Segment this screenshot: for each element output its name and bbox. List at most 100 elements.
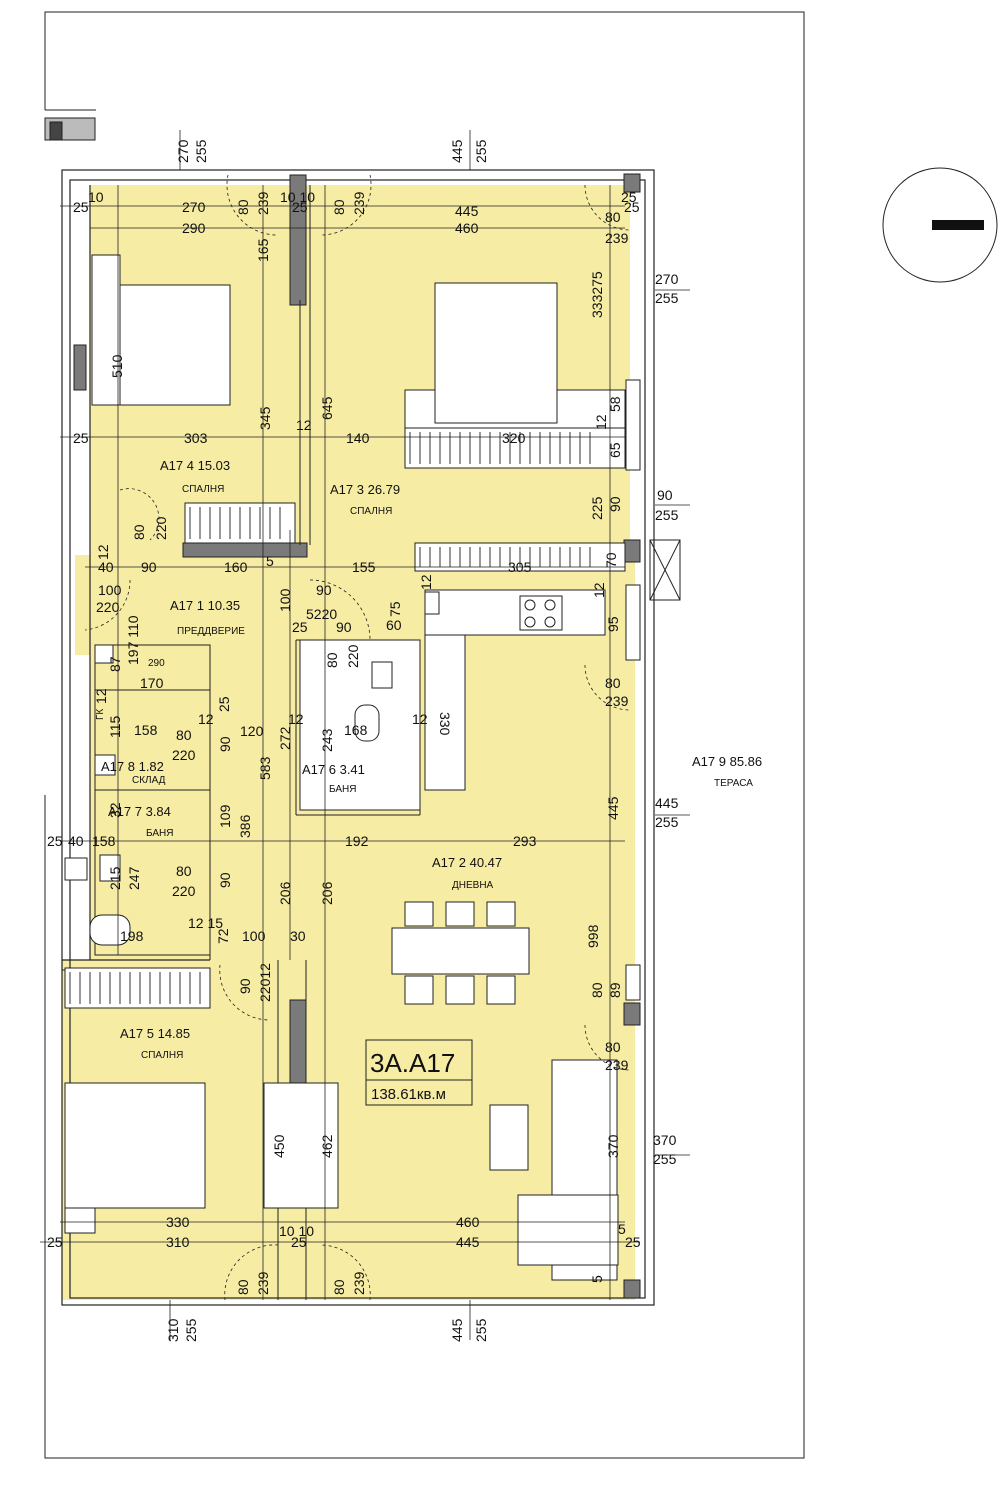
dim-345: 345	[257, 406, 273, 430]
bot-310: 310	[165, 1318, 181, 1342]
dim-90c: 90	[316, 582, 332, 598]
dim-30: 30	[290, 928, 306, 944]
side-255d: 255	[653, 1151, 677, 1167]
dim-b25a: 25	[47, 1234, 63, 1250]
dim-72: 72	[215, 928, 231, 944]
dim-25g: 25	[216, 696, 232, 712]
dim-22012: 22012	[257, 963, 273, 1002]
bot-255a: 255	[183, 1318, 199, 1342]
dim-370: 370	[605, 1134, 621, 1158]
dining-set	[391, 901, 530, 1005]
dim-80: 80	[131, 524, 147, 540]
dim-120: 120	[240, 723, 264, 739]
dim-290: 290	[182, 220, 206, 236]
dim-80i: 80	[605, 1039, 621, 1055]
room-6-name: БАНЯ	[329, 784, 356, 795]
dim-12d: 12	[418, 574, 434, 590]
dim-239e: 239	[605, 1057, 629, 1073]
dim-386: 386	[237, 814, 253, 838]
dim-70: 70	[603, 552, 619, 568]
dim-220c: 220	[345, 644, 361, 668]
dim-d239b: 239	[351, 191, 367, 215]
dim-65: 65	[607, 442, 623, 458]
room-9-id: A17 9 85.86	[692, 754, 762, 769]
dim-333275: 333275	[589, 271, 605, 318]
dim-40b: 40	[68, 833, 84, 849]
dim-12i: 12	[412, 711, 428, 727]
dim-87: 87	[107, 656, 123, 672]
dim-95: 95	[605, 616, 621, 632]
dim-220d: 220	[172, 747, 196, 763]
dim-100c: 100	[242, 928, 266, 944]
dim-645: 645	[319, 396, 335, 420]
dim-b5b: 5	[589, 1275, 605, 1283]
dim-b445: 445	[456, 1234, 480, 1250]
dim-12c: 12	[95, 544, 111, 560]
room-3-name: СПАЛНЯ	[350, 506, 392, 517]
dim-220b: 220	[96, 599, 120, 615]
dim-247: 247	[126, 866, 142, 890]
label-gk: ГК	[95, 709, 106, 720]
dim-445b: 445	[605, 796, 621, 820]
dim-80e: 80	[605, 675, 621, 691]
room-7-name: БАНЯ	[146, 828, 173, 839]
dim-510: 510	[109, 354, 125, 378]
dim-d239a: 239	[255, 191, 271, 215]
dim-1010: 10 10	[280, 189, 315, 205]
dim-12a: 12	[296, 417, 312, 433]
dim-b460: 460	[456, 1214, 480, 1230]
interior-walls	[62, 185, 421, 1300]
room-2-name: ДНЕВНА	[452, 880, 494, 891]
dim-1215: 12 15	[188, 915, 223, 931]
dim-12h: 12	[288, 711, 304, 727]
dim-100: 100	[98, 582, 122, 598]
dim-12e: 12	[591, 582, 607, 598]
living-furniture	[489, 1059, 619, 1281]
dim-b25b: 25	[291, 1234, 307, 1250]
dim-197110: 197 110	[125, 615, 141, 665]
dim-b310: 310	[166, 1234, 190, 1250]
dim-d80b: 80	[331, 199, 347, 215]
dim-158b: 158	[92, 833, 116, 849]
dim-b80a: 80	[235, 1279, 251, 1295]
room-4-id: A17 4 15.03	[160, 458, 230, 473]
dim-239d: 239	[605, 693, 629, 709]
bot-255b: 255	[473, 1318, 489, 1342]
room-1-name: ПРЕДДВЕРИЕ	[177, 626, 245, 637]
room-8-name: СКЛАД	[132, 775, 166, 786]
dim-b5a: 5	[618, 1221, 626, 1237]
dim-239c: 239	[605, 230, 629, 246]
dim-25h: 25	[47, 833, 63, 849]
dim-25a: 25	[73, 199, 89, 215]
dim-170: 170	[140, 675, 164, 691]
exterior-walls	[61, 169, 655, 1306]
dim-220e: 220	[172, 883, 196, 899]
apartment-badge: 3A.A17 138.61кв.м	[365, 1039, 473, 1106]
dim-25f: 25	[292, 619, 308, 635]
dim-100b: 100	[277, 588, 293, 612]
dim-25c: 25	[621, 189, 637, 205]
dim-top-255b: 255	[473, 139, 489, 163]
door-swings	[84, 174, 631, 1301]
dim-90b: 90	[141, 559, 157, 575]
dim-140: 140	[346, 430, 370, 446]
dim-90d: 90	[336, 619, 352, 635]
room-4-name: СПАЛНЯ	[182, 484, 224, 495]
dim-206a: 206	[277, 881, 293, 905]
dim-90f: 90	[217, 872, 233, 888]
dim-75: 75	[387, 601, 403, 617]
room-3-id: A17 3 26.79	[330, 482, 400, 497]
bot-445: 445	[449, 1318, 465, 1342]
dimension-labels: 270 255 445 255 10 25 270 290 80 239 10 …	[47, 139, 679, 1342]
side-270: 270	[655, 271, 679, 287]
dim-80d: 80	[324, 652, 340, 668]
dim-12f: 12	[93, 688, 109, 704]
dim-80h: 80	[589, 982, 605, 998]
dim-b25c: 25	[625, 1234, 641, 1250]
dim-b80b: 80	[331, 1279, 347, 1295]
dim-12b: 12	[593, 414, 609, 430]
room-5-id: A17 5 14.85	[120, 1026, 190, 1041]
dim-215: 215	[107, 866, 123, 890]
dim-583: 583	[257, 756, 273, 780]
room-labels: A17 4 15.03 СПАЛНЯ A17 3 26.79 СПАЛНЯ A1…	[101, 458, 762, 1061]
